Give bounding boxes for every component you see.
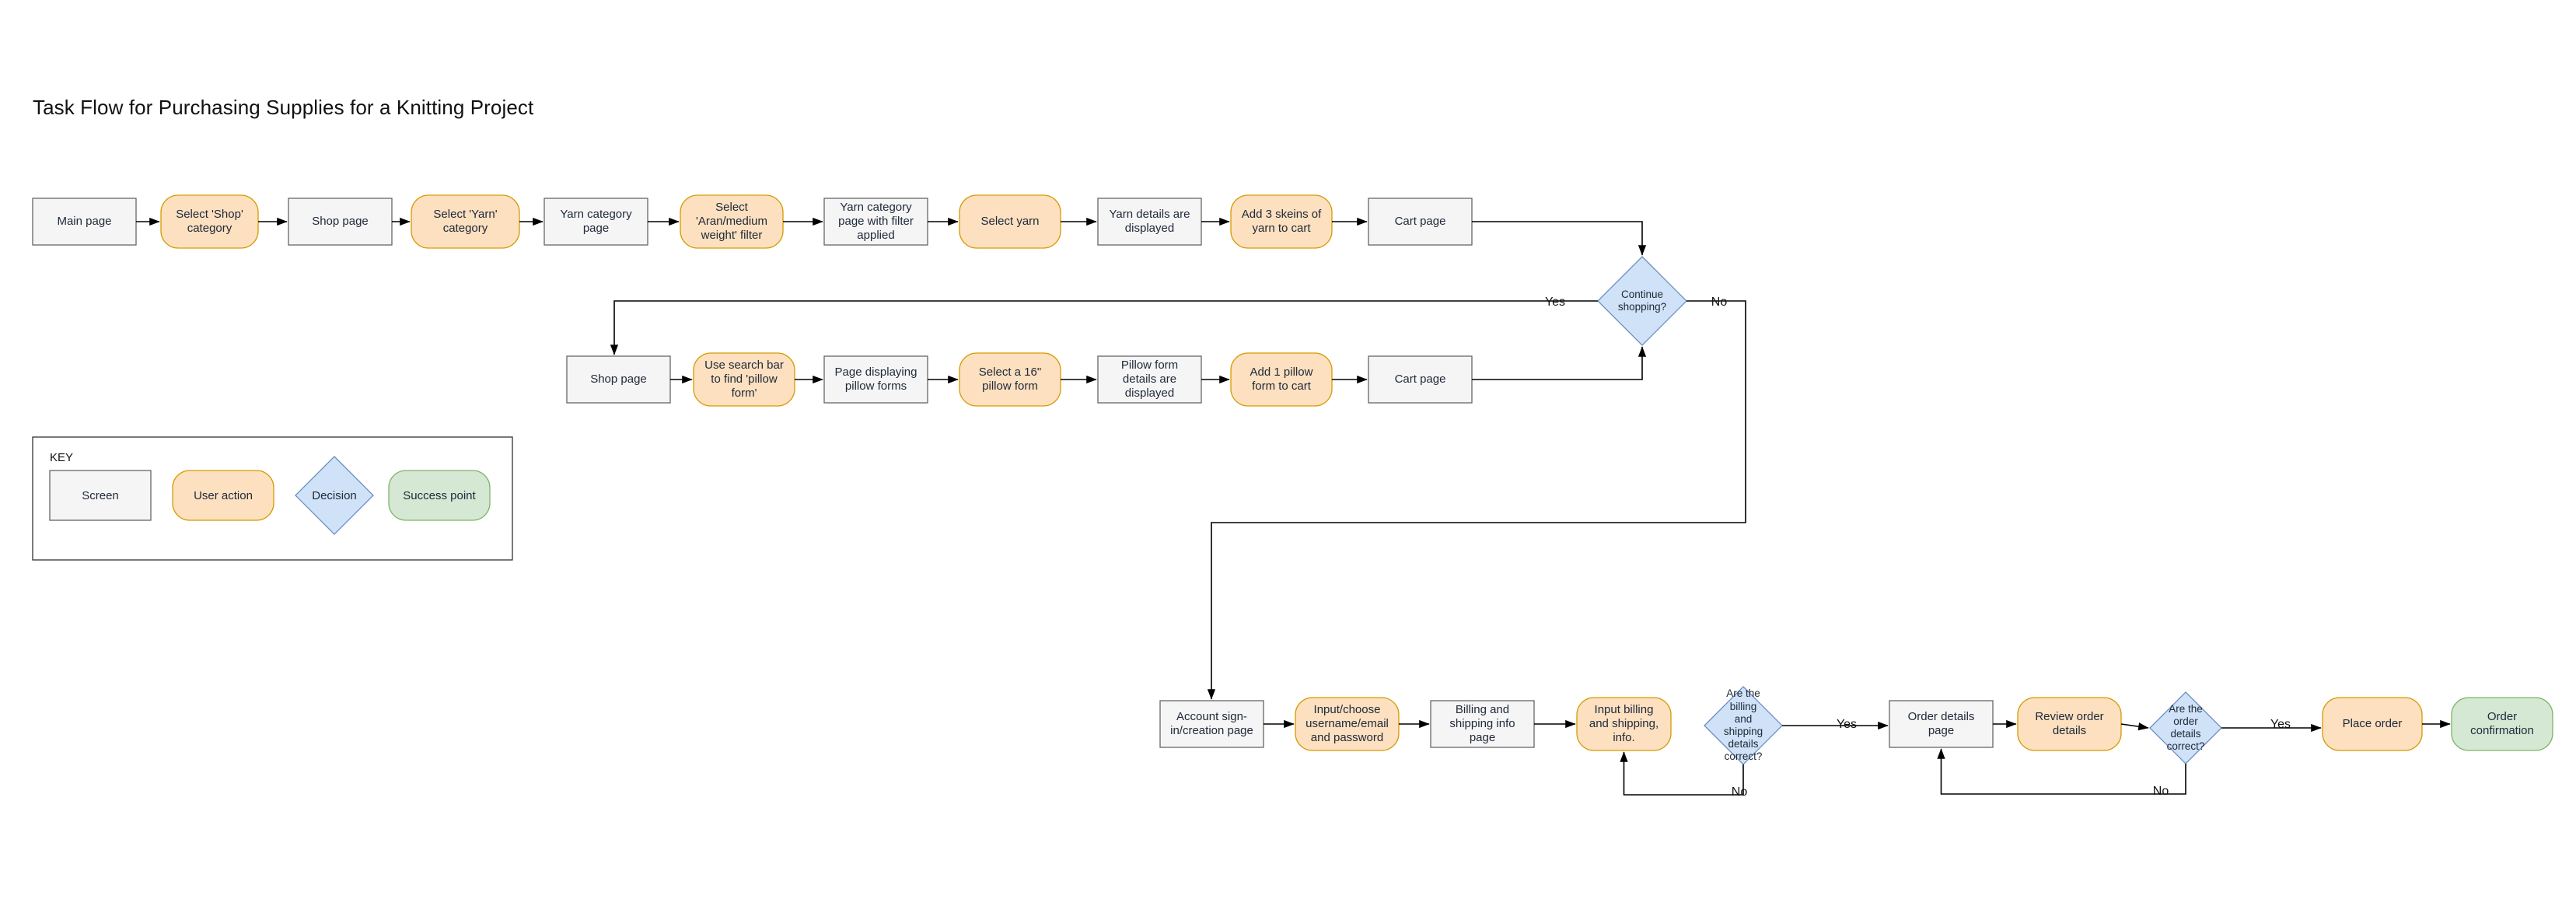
node-main-page[interactable]	[32, 198, 137, 246]
node-input-billing[interactable]	[1576, 697, 1672, 751]
node-place-order[interactable]	[2322, 697, 2423, 751]
node-select-pillow-form[interactable]	[959, 352, 1061, 407]
node-input-credentials[interactable]	[1295, 697, 1400, 751]
node-add-yarn-cart[interactable]	[1230, 194, 1333, 249]
edge	[1472, 221, 1647, 256]
node-yarn-cat-filtered[interactable]	[823, 198, 928, 246]
edge	[1620, 751, 1744, 796]
node-yarn-details[interactable]	[1097, 198, 1202, 246]
node-select-shop[interactable]	[160, 194, 259, 249]
edge	[2120, 722, 2149, 731]
edge-label-order-no: No	[2152, 785, 2169, 798]
edge-label-billing-yes: Yes	[1836, 718, 1858, 731]
node-order-details-page[interactable]	[1889, 700, 1994, 748]
edge-label-continue-no: No	[1711, 296, 1728, 309]
key-shapes	[32, 436, 513, 561]
node-billing-correct[interactable]	[1704, 686, 1783, 765]
node-select-yarn[interactable]	[959, 194, 1061, 249]
edge	[1207, 300, 1746, 700]
edge-label-billing-no: No	[1731, 785, 1748, 799]
node-account-page[interactable]	[1159, 700, 1264, 748]
edge	[1937, 748, 2186, 795]
node-select-weight-filter[interactable]	[680, 194, 784, 249]
edge	[1472, 346, 1647, 380]
key-shape-decision[interactable]	[295, 456, 374, 535]
node-billing-page[interactable]	[1430, 700, 1535, 748]
node-pillow-details[interactable]	[1097, 355, 1202, 404]
node-search-pillow-form[interactable]	[693, 352, 795, 407]
page-title: Task Flow for Purchasing Supplies for a …	[33, 96, 534, 119]
edge-label-order-yes: Yes	[2270, 718, 2291, 731]
node-yarn-category-page[interactable]	[544, 198, 648, 246]
key-shape-user-action[interactable]	[172, 470, 274, 521]
node-shop-page-2[interactable]	[566, 355, 671, 404]
key-shape-screen[interactable]	[49, 470, 152, 521]
node-review-order[interactable]	[2017, 697, 2122, 751]
node-cart-page-1[interactable]	[1368, 198, 1473, 246]
node-select-yarn-cat[interactable]	[411, 194, 520, 249]
node-add-pillow-cart[interactable]	[1230, 352, 1333, 407]
edge-label-continue-yes: Yes	[1544, 296, 1566, 309]
node-order-confirmation[interactable]	[2451, 697, 2553, 751]
key-title: KEY	[50, 451, 74, 464]
node-order-correct[interactable]	[2149, 691, 2222, 764]
node-cart-page-2[interactable]	[1368, 355, 1473, 404]
node-continue-shopping[interactable]	[1597, 256, 1687, 346]
edge	[610, 300, 1598, 355]
node-shop-page-1[interactable]	[288, 198, 393, 246]
node-pillow-forms-page[interactable]	[823, 355, 928, 404]
connector-edges	[136, 217, 2451, 796]
key-shape-success-point[interactable]	[388, 470, 491, 521]
node-shapes	[32, 194, 2553, 765]
